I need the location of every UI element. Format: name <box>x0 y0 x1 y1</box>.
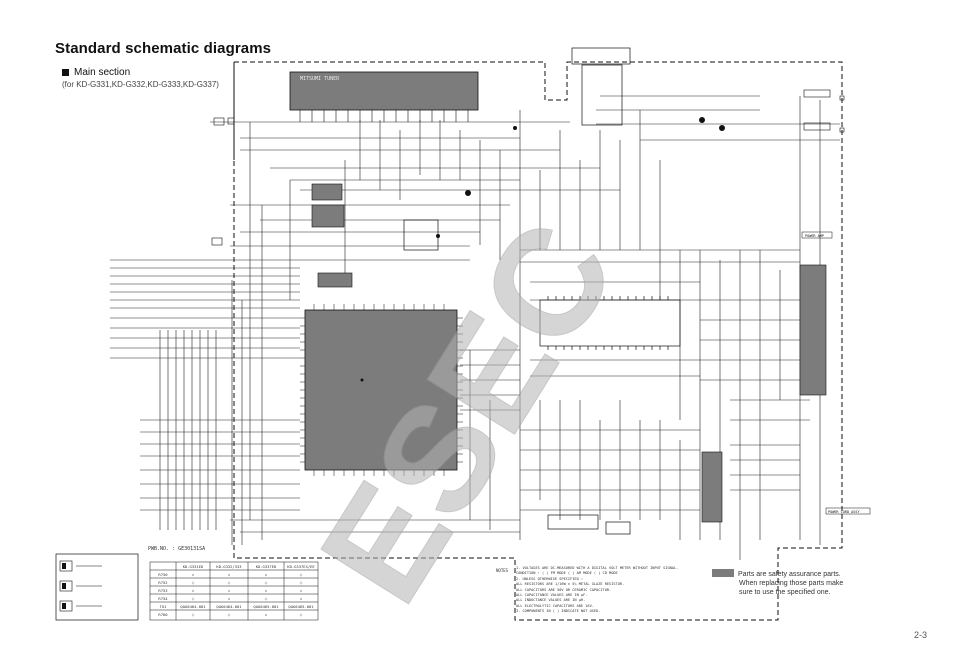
note-line: ALL RESISTORS ARE 1/16W ± 5% METAL GLAZE… <box>516 582 625 587</box>
table-cell: ○ <box>300 612 303 617</box>
table-cell: × <box>300 596 303 601</box>
table-column-header: KD-G332/333 <box>216 564 241 569</box>
table-cell: × <box>228 596 231 601</box>
table-cell: × <box>265 572 268 577</box>
table-cell: × <box>192 588 195 593</box>
power-cord-label: POWER CORD ASSY <box>828 510 861 514</box>
model-list: (for KD-G331,KD-G332,KD-G333,KD-G337) <box>62 80 219 89</box>
table-cell: ○ <box>192 596 195 601</box>
table-row-ref: R752 <box>158 580 167 585</box>
variants-table: KD-G331ED KD-G332/333 KD-G337ED KD-G337EX/E… <box>149 561 319 621</box>
table-cell: ○ <box>192 612 195 617</box>
tuner-module: MITSUMI TUNER <box>289 71 479 122</box>
note-line: 3. COMPONENTS IN ( ) INDICATE NOT USED. <box>516 609 601 614</box>
safety-note-line2: When replacing those parts make <box>739 580 844 587</box>
table-cell: ○ <box>265 596 268 601</box>
safety-note: Parts are safety assurance parts. When r… <box>712 569 843 597</box>
safety-marker-icon <box>712 569 734 577</box>
wiring <box>110 95 840 560</box>
table-cell: ○ <box>265 580 268 585</box>
note-line: ALL CAPACITORS ARE 50V OR CERAMIC CAPACI… <box>516 587 612 592</box>
bullet-square-icon <box>62 69 69 76</box>
notes-list: 1. VOLTAGES ARE DC-MEASURED WITH A DIGIT… <box>516 566 716 615</box>
table-cell: QAU0465-001 <box>253 604 279 609</box>
table-cell: QAU0465-001 <box>288 604 314 609</box>
power-amp-label: POWER AMP <box>805 234 824 238</box>
tuner-label: MITSUMI TUNER <box>300 76 340 82</box>
table-cell: × <box>300 588 303 593</box>
table-column-header: KD-G331ED <box>183 564 204 569</box>
safety-note-line3: sure to use the specified one. <box>739 589 831 596</box>
small-components <box>211 89 845 382</box>
note-line: 1. VOLTAGES ARE DC-MEASURED WITH A DIGIT… <box>516 566 679 570</box>
legend-icons <box>55 553 139 621</box>
table-cell: ○ <box>300 572 303 577</box>
table-cell: × <box>228 588 231 593</box>
table-cell: QAU0464-001 <box>180 604 206 609</box>
notes-label: NOTES <box>496 568 509 573</box>
table-row-ref: TU1 <box>160 604 168 609</box>
page-title: Standard schematic diagrams <box>55 40 272 57</box>
table-row-ref: R750 <box>158 572 168 577</box>
safety-note-line1: Parts are safety assurance parts. <box>738 571 841 578</box>
page-number: 2-3 <box>914 630 928 640</box>
ic-block <box>311 183 827 523</box>
section-label: Main section <box>74 67 131 78</box>
note-line: CONDITION : ( ) FM MODE ( ) AM MODE ( ) … <box>516 571 618 576</box>
board-outline <box>233 61 843 621</box>
table-row-ref: R754 <box>158 596 168 601</box>
table-row-ref: R753 <box>158 588 167 593</box>
table-cell: × <box>265 588 268 593</box>
table-cell: × <box>265 612 268 617</box>
table-column-header: KD-G337ED <box>256 564 277 569</box>
table-cell: × <box>228 572 231 577</box>
pwb-number: PWB.NO. : GE30131SA <box>148 546 206 552</box>
note-line: ALL CAPACITANCE VALUES ARE IN µF. <box>516 593 588 598</box>
audio-processor-ic <box>403 47 681 535</box>
note-line: ALL INDUCTANCE VALUES ARE IN µH. <box>516 598 586 603</box>
table-cell: ○ <box>192 580 195 585</box>
table-cell: QAU0464-001 <box>216 604 242 609</box>
table-cell: × <box>192 572 195 577</box>
main-cpu-ic <box>300 304 463 476</box>
note-line: ALL ELECTROLYTIC CAPACITORS ARE 16V. <box>516 603 594 608</box>
note-line: 2. UNLESS OTHERWISE SPECIFIED : <box>516 576 584 581</box>
table-cell: ○ <box>228 580 231 585</box>
section-heading: Main section <box>62 67 130 78</box>
table-column-header: KD-G337EX/EE <box>287 564 315 569</box>
table-row-ref: R760 <box>158 612 168 617</box>
table-cell: ○ <box>228 612 231 617</box>
table-cell: ○ <box>300 580 303 585</box>
